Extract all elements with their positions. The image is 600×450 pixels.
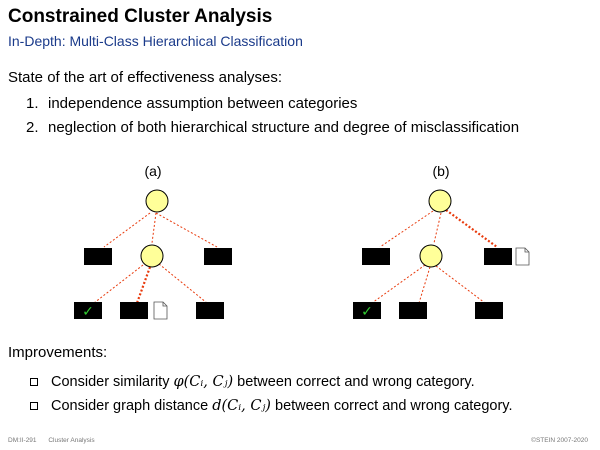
list-number: 2.	[26, 119, 39, 136]
list-text: independence assumption between categori…	[48, 95, 358, 112]
similarity-formula: φ(Cᵢ, Cⱼ)	[173, 374, 234, 390]
check-icon: ✓	[361, 304, 373, 320]
tree-b-edges	[371, 209, 498, 304]
tree-a-leaf-wrong	[120, 302, 148, 319]
bullet-text-post: between correct and wrong category.	[233, 374, 475, 390]
bullet-text-pre: Consider graph distance	[51, 398, 213, 414]
tree-a-inner-node	[140, 244, 164, 268]
tree-a-leaf	[204, 248, 232, 265]
improvements-heading: Improvements:	[8, 344, 108, 361]
tree-a-leaf	[196, 302, 224, 319]
list-item: 1. independence assumption between categ…	[26, 95, 519, 119]
document-icon	[153, 301, 168, 320]
tree-b: (b) ✓	[353, 163, 530, 320]
improvements-list: Consider similarity φ(Cᵢ, Cⱼ) between co…	[30, 370, 513, 418]
tree-b-leaf-correct	[353, 302, 381, 319]
list-text: neglection of both hierarchical structur…	[48, 119, 520, 136]
document-icon	[515, 247, 530, 266]
slide-title: Constrained Cluster Analysis	[8, 6, 273, 27]
tree-a-edges	[93, 212, 218, 304]
list-number: 1.	[26, 95, 39, 112]
bullet-text-pre: Consider similarity	[51, 374, 174, 390]
tree-b-inner-node	[419, 244, 443, 268]
slide-number: DM:II-291	[8, 437, 37, 444]
copyright: ©STEIN 2007-2020	[531, 437, 588, 444]
footer-left: DM:II-291 Cluster Analysis	[8, 437, 105, 444]
list-item: Consider similarity φ(Cᵢ, Cⱼ) between co…	[30, 370, 513, 394]
square-bullet-icon	[30, 402, 38, 410]
tree-b-leaf	[475, 302, 503, 319]
distance-formula: d(Cᵢ, Cⱼ)	[212, 398, 271, 414]
list-item: 2. neglection of both hierarchical struc…	[26, 119, 519, 143]
list-item: Consider graph distance d(Cᵢ, Cⱼ) betwee…	[30, 394, 513, 418]
bullet-text-post: between correct and wrong category.	[270, 398, 513, 414]
tree-a-leaf-correct	[74, 302, 102, 319]
tree-a: (a) ✓	[74, 163, 232, 320]
check-icon: ✓	[82, 304, 94, 320]
tree-a-leaf	[84, 248, 112, 265]
tree-b-label: (b)	[432, 163, 449, 179]
tree-b-leaf	[399, 302, 427, 319]
slide-subtitle: In-Depth: Multi-Class Hierarchical Class…	[8, 33, 303, 49]
square-bullet-icon	[30, 378, 38, 386]
tree-b-leaf	[362, 248, 390, 265]
tree-b-root-node	[428, 189, 452, 213]
tree-a-root-node	[145, 189, 169, 213]
section-name: Cluster Analysis	[48, 437, 95, 444]
tree-a-label: (a)	[144, 163, 161, 179]
intro-list: 1. independence assumption between categ…	[26, 95, 519, 143]
tree-b-leaf-wrong	[484, 248, 512, 265]
intro-lead: State of the art of effectiveness analys…	[8, 69, 283, 86]
